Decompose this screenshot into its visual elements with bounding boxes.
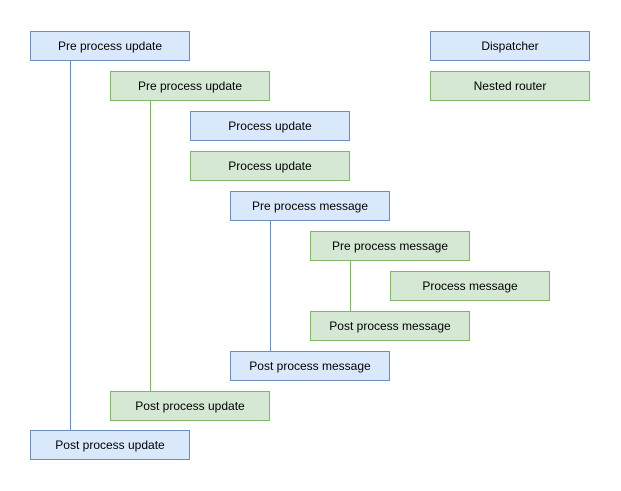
legend-nested-router: Nested router — [430, 71, 590, 101]
node-router-post-process-message: Post process message — [310, 311, 470, 341]
node-dispatcher-pre-process-update: Pre process update — [30, 31, 190, 61]
node-label: Dispatcher — [481, 39, 539, 53]
node-label: Process update — [228, 119, 312, 133]
node-dispatcher-post-process-message: Post process message — [230, 351, 390, 381]
node-dispatcher-process-update: Process update — [190, 111, 350, 141]
node-label: Nested router — [473, 79, 547, 93]
node-label: Post process update — [55, 438, 165, 452]
node-label: Process update — [228, 159, 312, 173]
node-label: Pre process message — [331, 239, 449, 253]
node-label: Post process message — [329, 319, 451, 333]
node-router-process-message: Process message — [390, 271, 550, 301]
legend-dispatcher: Dispatcher — [430, 31, 590, 61]
dispatcher-update-lifeline — [70, 61, 71, 430]
node-router-pre-process-update: Pre process update — [110, 71, 270, 101]
router-update-lifeline — [150, 101, 151, 391]
node-label: Pre process update — [57, 39, 163, 53]
node-label: Process message — [422, 279, 518, 293]
node-label: Pre process message — [251, 199, 369, 213]
node-dispatcher-post-process-update: Post process update — [30, 430, 190, 460]
node-label: Post process update — [135, 399, 245, 413]
router-message-lifeline — [350, 261, 351, 311]
node-label: Pre process update — [137, 79, 243, 93]
node-dispatcher-pre-process-message: Pre process message — [230, 191, 390, 221]
dispatcher-message-lifeline — [270, 221, 271, 351]
node-router-pre-process-message: Pre process message — [310, 231, 470, 261]
node-router-post-process-update: Post process update — [110, 391, 270, 421]
node-router-process-update: Process update — [190, 151, 350, 181]
node-label: Post process message — [249, 359, 371, 373]
